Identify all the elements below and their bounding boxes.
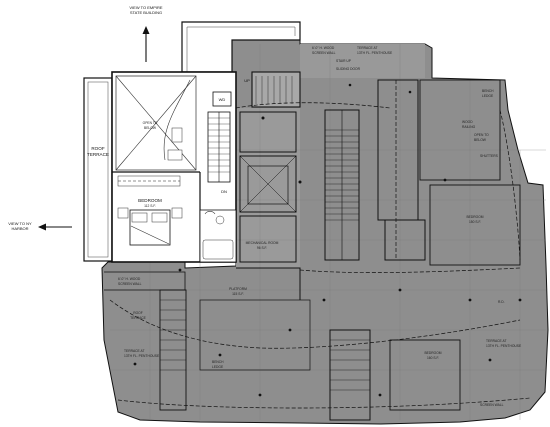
dn-label: DN — [221, 189, 227, 194]
platform-area: 115 S.F. — [232, 292, 244, 296]
bench-ledge-bottom-label: BENCH LEDGE — [212, 360, 224, 369]
open-below-label: OPEN TO BELOW — [143, 121, 158, 130]
open-to-below-right-line-2: BELOW — [474, 138, 487, 142]
terrace-left-line-1: TERRACE AT — [124, 349, 144, 353]
wood-railing-line-2: RAILING — [462, 125, 476, 129]
bedroom-1-name: BEDROOM — [138, 198, 162, 203]
sliding-door-label: SLIDING DOOR — [336, 67, 361, 71]
view-empire-line-1: VIEW TO EMPIRE — [129, 5, 163, 10]
open-to-below-right-label: OPEN TO BELOW — [474, 133, 489, 142]
roof-terrace-line-2: TERRACE — [87, 152, 109, 157]
roof-drain-label: R.D. — [498, 300, 505, 304]
screen-wall-top-label: 6'-0" H. WOOD SCREEN WALL — [312, 46, 336, 55]
view-harbor-label: VIEW TO NY HARBOR — [8, 221, 32, 231]
arrow-left-icon — [38, 223, 72, 231]
open-to-below-right-line-1: OPEN TO — [474, 133, 489, 137]
platform-label: PLATFORM 115 S.F. — [229, 287, 247, 296]
terrace-right-line-2: 13TH FL. PENTHOUSE — [486, 344, 522, 348]
dashed-curves — [109, 80, 531, 409]
view-harbor-line-1: VIEW TO NY — [8, 221, 32, 226]
terrace-top-line-2: 13TH FL. PENTHOUSE — [357, 51, 393, 55]
bench-ledge-top-line-1: BENCH — [482, 89, 494, 93]
wood-railing-label: WOOD RAILING — [462, 120, 476, 129]
terrace-top-label: TERRACE AT 13TH FL. PENTHOUSE — [357, 46, 393, 55]
bedroom-1-area: 112 S.F. — [144, 204, 156, 208]
terrace-top-line-1: TERRACE AT — [357, 46, 377, 50]
wd-label: WD — [219, 97, 226, 102]
bench-ledge-bottom-line-2: LEDGE — [212, 365, 224, 369]
up-label: UP — [244, 78, 250, 83]
bedroom-3-area: 160 S.F. — [427, 356, 439, 360]
screen-wall-bottom-label: SCREEN WALL — [480, 403, 504, 407]
mech-room-label: MECHANICAL ROOM 96 S.F. — [246, 241, 279, 250]
stair-up-label: STAIR UP — [336, 59, 352, 63]
bedroom-1-label: BEDROOM 112 S.F. — [138, 198, 162, 208]
terrace-left-label: TERRACE AT 13TH FL. PENTHOUSE — [124, 349, 160, 358]
wood-railing-line-1: WOOD — [462, 120, 473, 124]
roof-left-line-2: TERRACE — [130, 316, 147, 320]
roof-terrace-line-1: ROOF — [91, 146, 104, 151]
interior-walls — [104, 71, 521, 421]
arrow-up-icon — [142, 26, 150, 62]
screen-wall-top-line-1: 6'-0" H. WOOD — [312, 46, 335, 50]
bedroom-2-area: 150 S.F. — [469, 220, 481, 224]
terrace-right-line-1: TERRACE AT — [486, 339, 506, 343]
platform-name: PLATFORM — [229, 287, 247, 291]
bedroom-3-label: BEDROOM 160 S.F. — [424, 351, 441, 360]
bedroom-2-name: BEDROOM — [466, 215, 483, 219]
open-below-line-2: BELOW — [144, 126, 157, 130]
bedroom-3-name: BEDROOM — [424, 351, 441, 355]
bedroom-2-label: BEDROOM 150 S.F. — [466, 215, 483, 224]
shutters-label: SHUTTERS — [480, 154, 499, 158]
roof-terrace-label: ROOF TERRACE — [87, 146, 109, 157]
screen-wall-left-line-2: SCREEN WALL — [118, 282, 142, 286]
screen-wall-top-line-2: SCREEN WALL — [312, 51, 336, 55]
mech-room-name: MECHANICAL ROOM — [246, 241, 279, 245]
roof-terrace-outline — [83, 77, 113, 262]
roof-left-label: ROOF TERRACE — [130, 311, 147, 320]
bench-ledge-top-label: BENCH LEDGE — [482, 89, 494, 98]
view-empire-line-2: STATE BUILDING — [130, 10, 162, 15]
screen-wall-left-label: 6'-0" H. WOOD SCREEN WALL — [118, 277, 142, 286]
terrace-left-line-2: 13TH FL. PENTHOUSE — [124, 354, 160, 358]
bench-ledge-top-line-2: LEDGE — [482, 94, 494, 98]
screen-wall-left-line-1: 6'-0" H. WOOD — [118, 277, 141, 281]
open-below-line-1: OPEN TO — [143, 121, 158, 125]
bench-ledge-bottom-line-1: BENCH — [212, 360, 224, 364]
view-harbor-line-2: HARBOR — [11, 226, 28, 231]
view-empire-label: VIEW TO EMPIRE STATE BUILDING — [129, 5, 163, 15]
bedroom-wing — [111, 71, 237, 263]
marker-dots — [133, 83, 522, 397]
mech-room-area: 96 S.F. — [257, 246, 267, 250]
roof-left-line-1: ROOF — [133, 311, 143, 315]
terrace-right-label: TERRACE AT 13TH FL. PENTHOUSE — [486, 339, 522, 348]
